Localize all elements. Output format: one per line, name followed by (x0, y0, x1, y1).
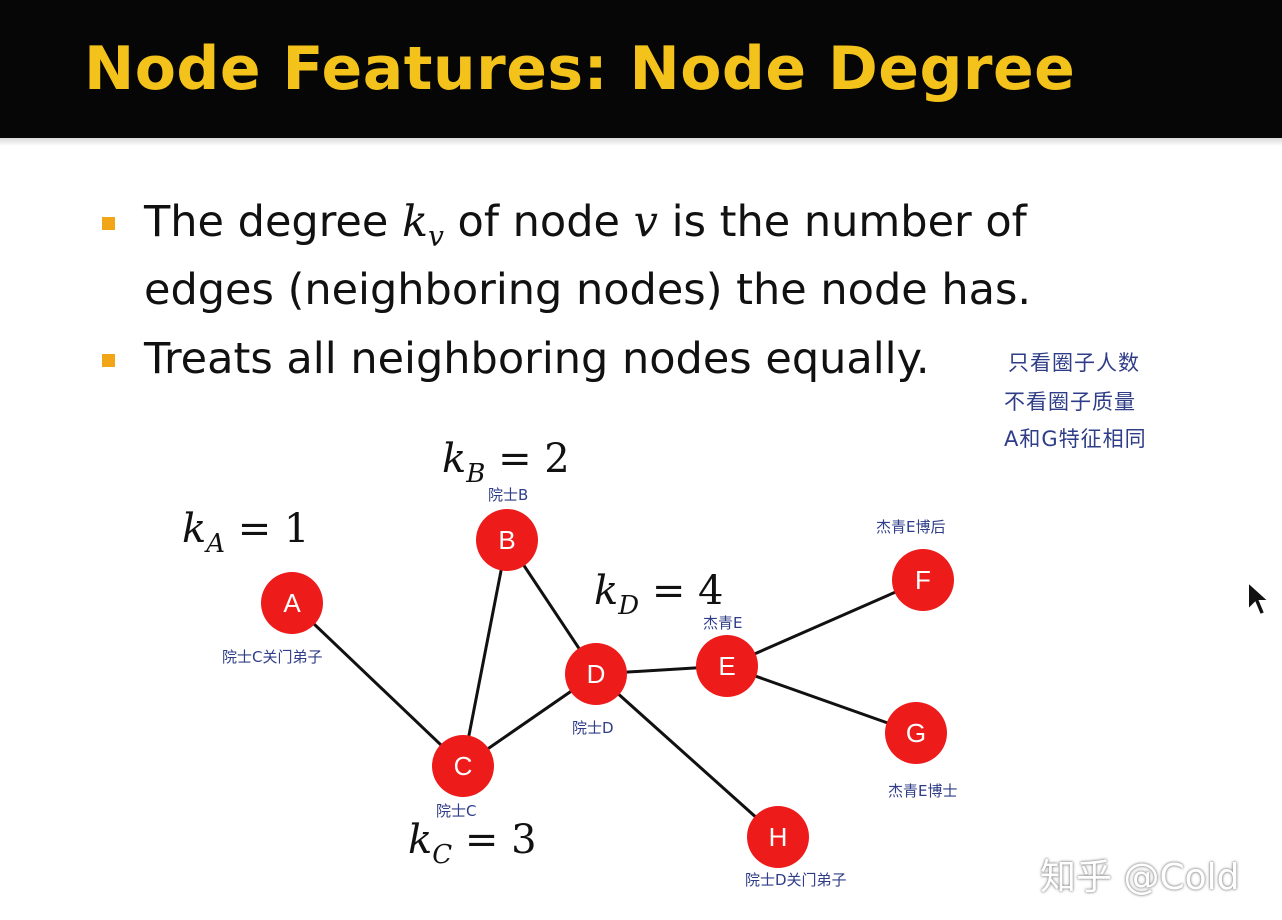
node-g (885, 702, 947, 764)
node-d (565, 643, 627, 705)
handwritten-note-3: A和G特征相同 (1004, 427, 1147, 451)
bullet-1-line-2: edges (neighboring nodes) the node has. (144, 265, 1032, 315)
node-f (892, 549, 954, 611)
node-caption-b: 院士B (488, 486, 529, 504)
node-label-h: H (769, 822, 788, 852)
node-caption-h: 院士D关门弟子 (745, 871, 847, 889)
edge-d-h (594, 672, 780, 839)
degree-symbol: k (402, 197, 429, 247)
bullet-2: Treats all neighboring nodes equally. (144, 334, 930, 384)
title-divider (0, 138, 1282, 146)
node-label-b: B (498, 525, 515, 555)
node-b (476, 509, 538, 571)
node-label-e: E (718, 651, 735, 681)
mouse-cursor-icon (1247, 580, 1272, 617)
node-caption-f: 杰青E博后 (876, 518, 946, 536)
edge-b-c (461, 539, 509, 767)
bullet-marker-1 (102, 217, 115, 230)
node-h (747, 806, 809, 868)
node-caption-c: 院士C (436, 802, 477, 820)
handwritten-note-1: 只看圈子人数 (1008, 351, 1140, 375)
node-caption-g: 杰青E博士 (888, 782, 958, 800)
node-label-d: D (587, 659, 606, 689)
degree-label-c: kC = 3 (408, 817, 537, 870)
edge-e-g (726, 664, 917, 735)
bullet-1-text-a: The degree (144, 197, 402, 247)
bullet-marker-2 (102, 354, 115, 367)
node-symbol: v (633, 197, 658, 247)
title-bar (0, 0, 1282, 138)
node-a (261, 572, 323, 634)
handwritten-note-2: 不看圈子质量 (1004, 390, 1136, 414)
slide-title: Node Features: Node Degree (84, 34, 1076, 104)
node-e (696, 635, 758, 697)
node-label-a: A (283, 588, 301, 618)
node-label-c: C (454, 751, 473, 781)
node-label-f: F (915, 565, 931, 595)
degree-subscript: v (428, 219, 444, 253)
degree-label-a: kA = 1 (182, 506, 309, 559)
bullet-1-text-b: of node (443, 197, 634, 247)
bullet-1-line-1: The degree kv of node v is the number of (144, 188, 1027, 271)
edge-e-f (726, 578, 924, 668)
degree-label-d: kD = 4 (594, 568, 724, 621)
degree-label-b: kB = 2 (442, 436, 570, 489)
node-label-g: G (906, 718, 926, 748)
watermark: 知乎 @Cold (1040, 857, 1240, 898)
edge-a-c (290, 601, 465, 768)
node-c (432, 735, 494, 797)
bullet-1-text-c: is the number of (657, 197, 1027, 247)
node-caption-a: 院士C关门弟子 (222, 648, 323, 666)
node-caption-d: 院士D (572, 719, 614, 737)
node-caption-e: 杰青E (703, 614, 743, 632)
